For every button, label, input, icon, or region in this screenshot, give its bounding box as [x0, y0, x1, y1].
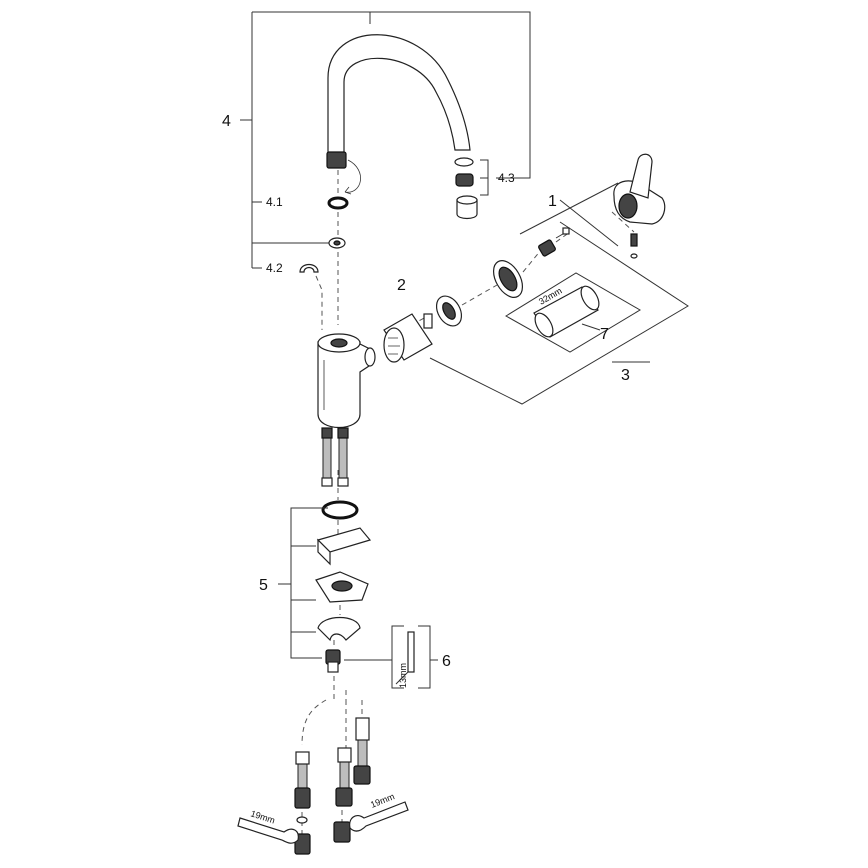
wrench-left: 19mm — [237, 808, 299, 844]
callout-5: 5 — [259, 577, 268, 594]
wrench-right: 19mm — [349, 791, 409, 832]
mounting-set-5 — [315, 500, 372, 673]
adapter — [538, 227, 570, 257]
lever-handle — [613, 153, 666, 259]
callout-3: 3 — [621, 367, 630, 384]
ring-2 — [435, 295, 463, 327]
bracket-1 — [519, 182, 619, 247]
aerator-set — [454, 157, 478, 220]
spout — [326, 34, 471, 195]
callout-4-3: 4.3 — [498, 171, 515, 185]
cartridge — [383, 313, 433, 363]
supply-hoses — [294, 717, 371, 855]
bracket-5 — [278, 507, 328, 659]
nut-under-spout — [328, 237, 346, 249]
callout-7: 7 — [600, 326, 609, 343]
callout-4: 4 — [222, 113, 231, 130]
cover-sleeve — [492, 260, 524, 298]
tool-panel-7: 32mm — [505, 272, 641, 353]
o-ring-4-1 — [327, 196, 349, 210]
callout-4-1: 4.1 — [266, 195, 283, 209]
callout-1: 1 — [548, 193, 557, 210]
faucet-body — [317, 333, 376, 428]
dimension-13mm: 13mm — [398, 663, 408, 688]
bracket-4 — [240, 11, 531, 269]
clip-4-2 — [299, 263, 319, 273]
callout-6: 6 — [442, 653, 451, 670]
callout-2: 2 — [397, 277, 406, 294]
bracket-3 — [429, 221, 689, 405]
tool-panel-6: 13mm — [344, 625, 438, 689]
body-hoses — [321, 427, 349, 487]
callout-4-2: 4.2 — [266, 261, 283, 275]
